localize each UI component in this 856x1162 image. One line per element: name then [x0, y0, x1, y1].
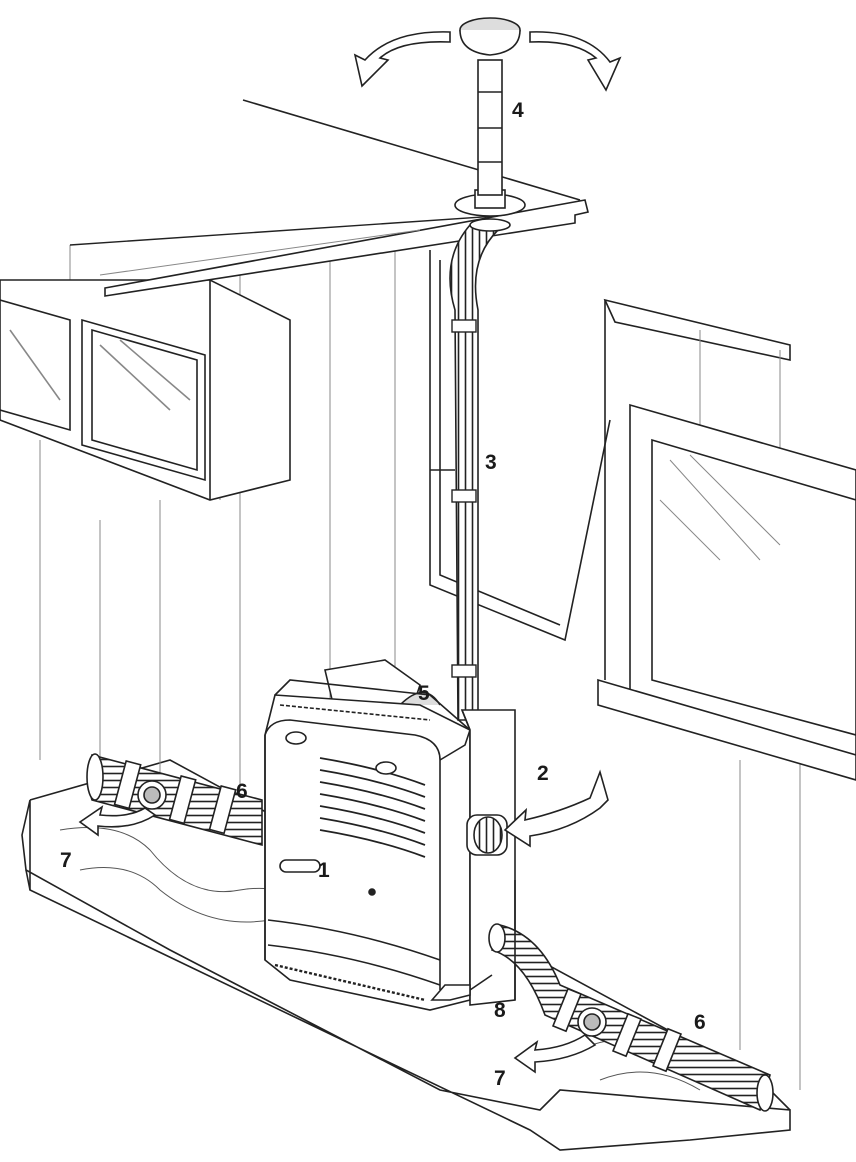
outlet-arrow-left	[78, 805, 157, 837]
exhaust-arrows	[353, 31, 622, 92]
callout-outlet-left: 7	[60, 849, 72, 872]
callout-flue-pipe: 3	[485, 451, 497, 474]
heater	[264, 679, 471, 1011]
partition	[429, 250, 611, 642]
callout-outlet-right: 7	[494, 1067, 506, 1090]
right-wall	[597, 298, 856, 1090]
callout-gas-connection: 8	[494, 999, 506, 1022]
flue-pipe	[449, 224, 500, 721]
duct-left	[86, 753, 263, 847]
callout-roof-cowl: 4	[512, 99, 524, 122]
callout-duct-right: 6	[694, 1011, 706, 1034]
air-intake-arrow	[503, 769, 609, 848]
ceiling-board	[99, 99, 589, 297]
callout-air-intake: 2	[537, 762, 549, 785]
side-casing	[460, 709, 516, 1006]
outlet-arrow-right	[513, 1033, 597, 1074]
roof-cowl	[454, 17, 526, 232]
callout-duct-left: 6	[236, 780, 248, 803]
duct-right	[488, 880, 774, 1112]
gas-connection	[430, 974, 493, 1001]
callout-top-outlet: 5	[418, 682, 430, 705]
callout-heater: 1	[318, 859, 330, 882]
upper-cabinet-left	[0, 279, 291, 501]
